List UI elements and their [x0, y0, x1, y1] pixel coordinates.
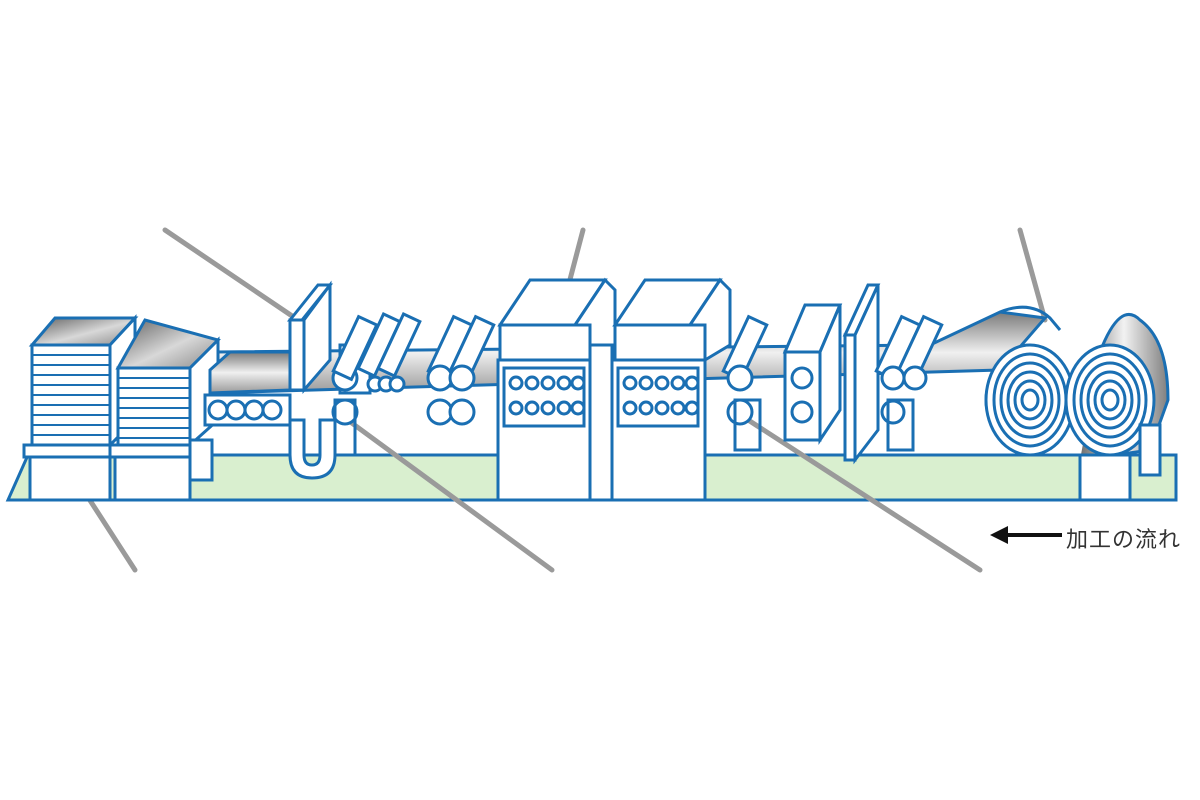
uncoiler-entry-rolls [874, 314, 944, 452]
cutter-callout [162, 227, 301, 323]
entry-roll-callout [739, 413, 983, 573]
uncoiler-callout [1017, 227, 1048, 323]
stacker-callout [79, 485, 138, 573]
leveler-unit-2 [610, 277, 732, 502]
side-guide [782, 303, 843, 445]
entry-pinch-rolls [721, 314, 769, 452]
feed-guide [842, 283, 881, 465]
pinch-roll-callout [342, 415, 555, 573]
exit-conveyor [203, 350, 292, 427]
steel-coil-spare [1064, 313, 1170, 502]
steel-coil-active [984, 305, 1076, 457]
leveling-rolls-entry [426, 314, 496, 426]
flow-direction-arrow [990, 526, 1062, 544]
sheet-stacker-1 [22, 314, 139, 502]
shear-cutter [286, 280, 337, 480]
leveler-unit-1 [496, 277, 617, 502]
flow-direction-label: 加工の流れ [1066, 528, 1182, 553]
pinch-roll-bank [331, 312, 422, 457]
